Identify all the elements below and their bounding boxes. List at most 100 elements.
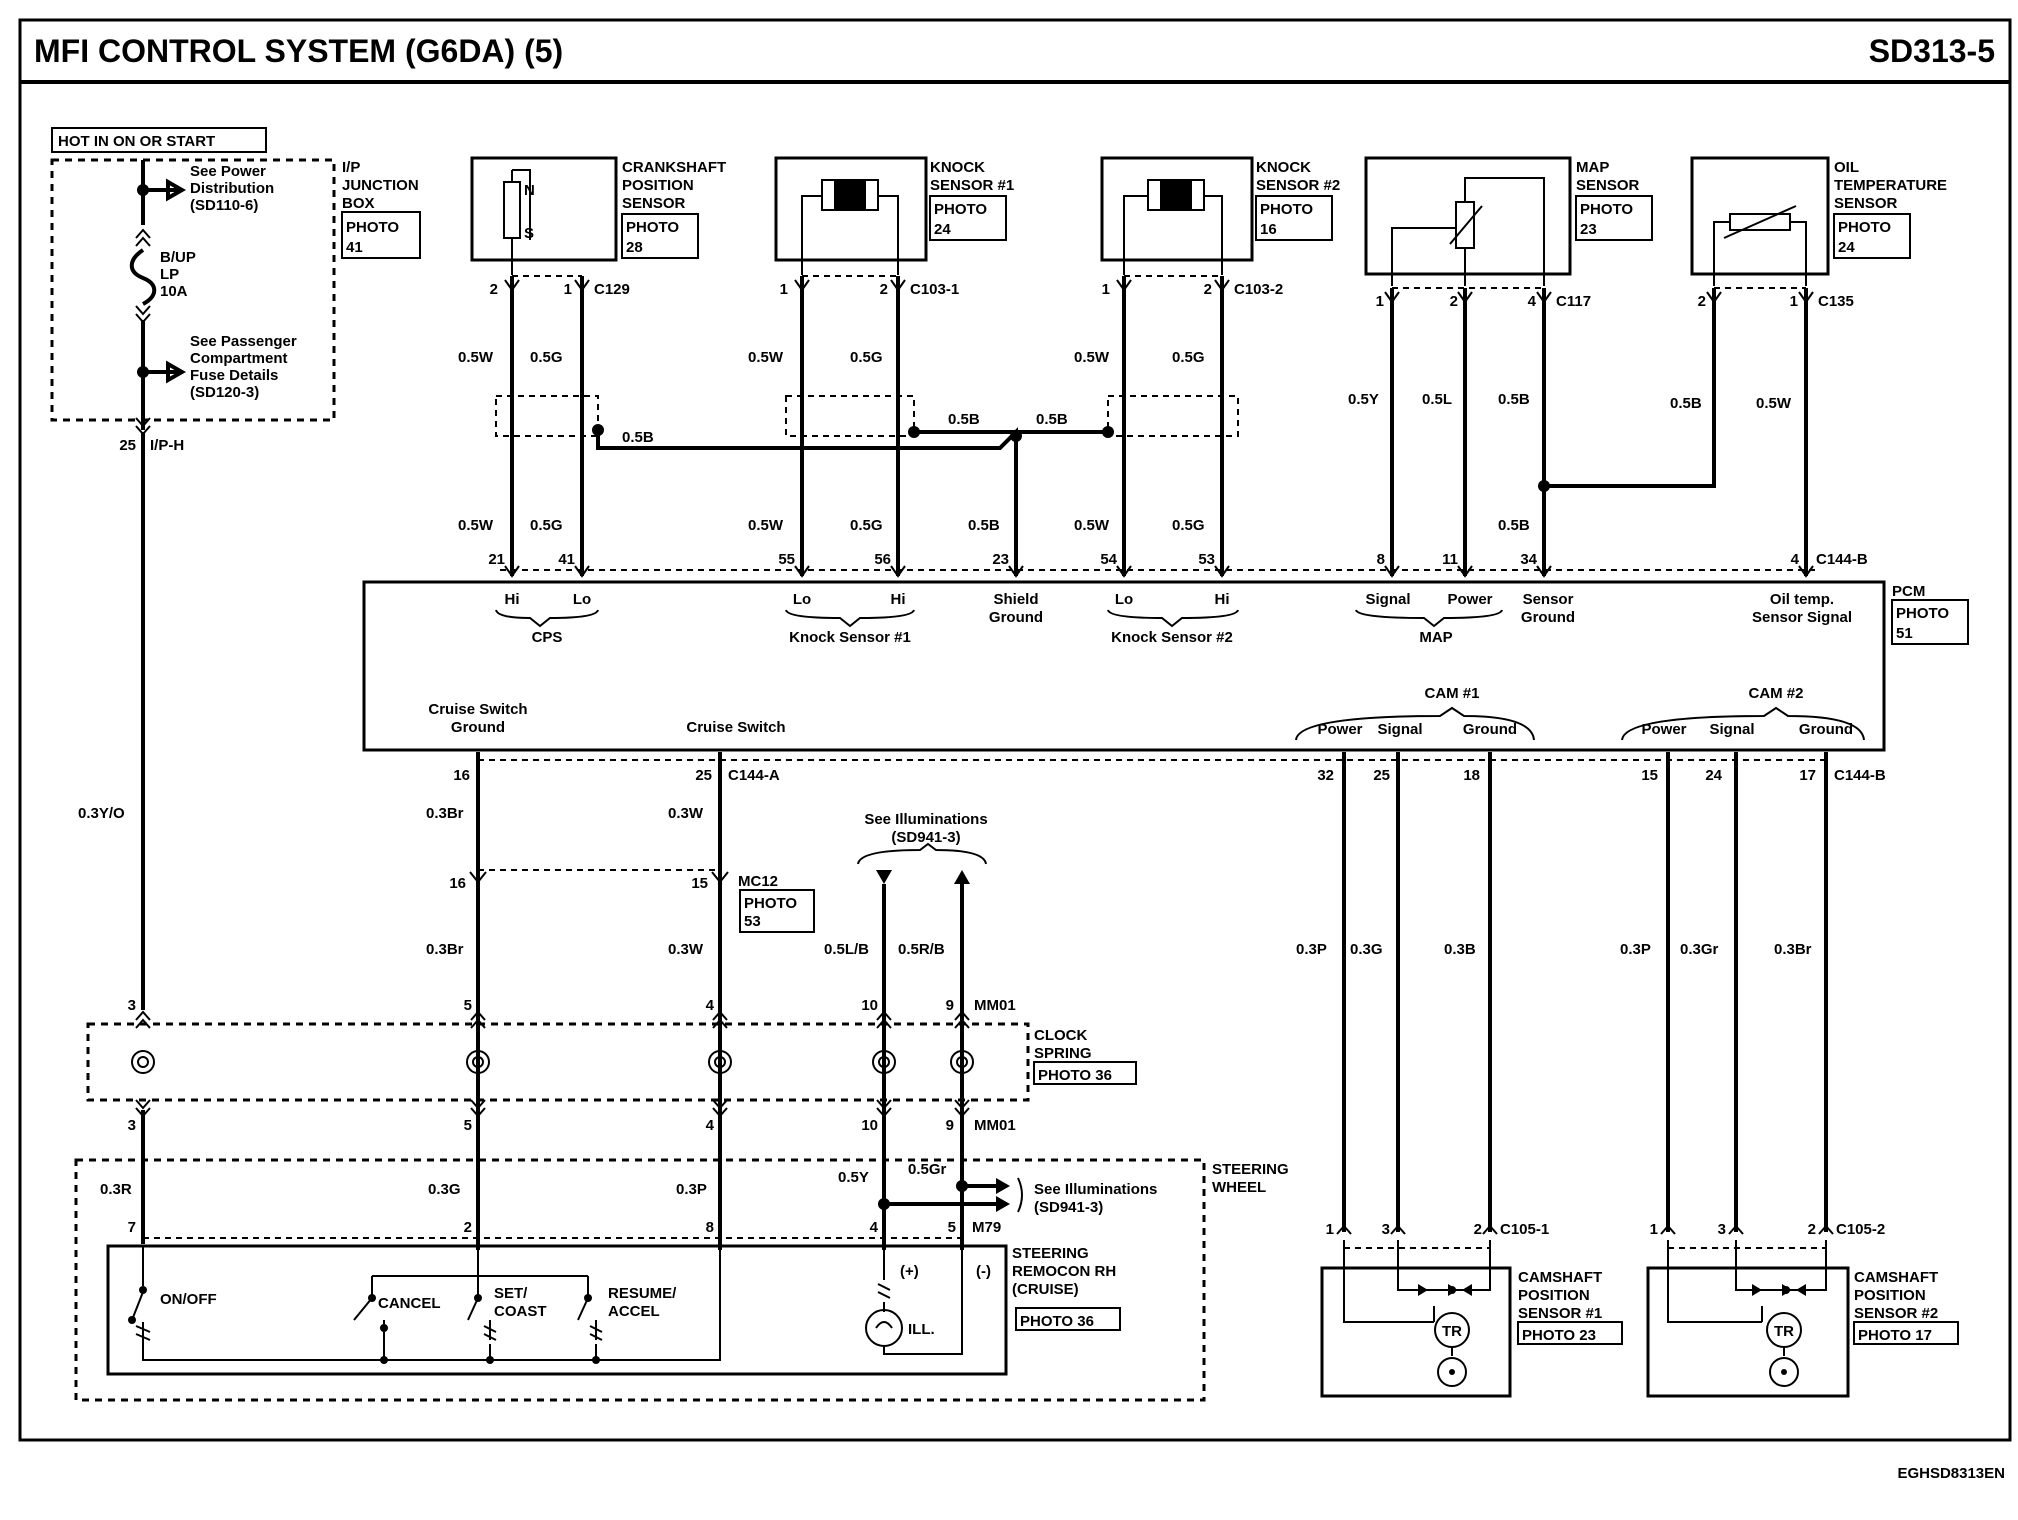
connector-label: C144-A [728, 767, 780, 784]
junction-label-2: JUNCTION [342, 177, 419, 194]
lamp-circuit [877, 1246, 963, 1355]
connector-chevron-icon [954, 1010, 970, 1118]
connector-label: C135 [1818, 293, 1854, 310]
wire-color-label: 0.5L/B [824, 941, 869, 958]
wire-color-label: 0.3Br [426, 805, 464, 822]
knock-sensor-2: KNOCK SENSOR #2 PHOTO 16 [1100, 156, 1340, 275]
variable-arrow [1449, 205, 1483, 245]
wire-color-label: 0.5B [1498, 517, 1530, 534]
sensor-box [470, 156, 618, 262]
see-illum-4: (SD941-3) [1034, 1199, 1103, 1216]
sensor-box [1320, 1266, 1512, 1398]
switch-contact [368, 1294, 376, 1302]
connector-chevron-icon [469, 871, 729, 884]
pin-label: 23 [992, 551, 1009, 568]
pcm: PCM PHOTO 51 21 41 55 56 23 54 53 8 11 3… [362, 551, 1969, 784]
illum-branch [884, 1184, 1004, 1206]
terminal-label: Ground [1463, 721, 1517, 738]
switch-contact [139, 1286, 147, 1294]
coil-icon [503, 181, 521, 239]
wire-color-label: 0.3B [1444, 941, 1476, 958]
wire-color-label: 0.3R [100, 1181, 132, 1198]
photo-num: 53 [744, 913, 761, 930]
switch-contact [584, 1294, 592, 1302]
connector-label: MC12 [738, 873, 778, 890]
switch-label: CANCEL [378, 1295, 441, 1312]
steering-wheel-outline [74, 1158, 1206, 1402]
crankshaft-sensor: N S CRANKSHAFT POSITION SENSOR PHOTO 28 [470, 156, 726, 275]
connector-chevron-icon [135, 228, 151, 247]
pin-label: 11 [1442, 551, 1458, 568]
sensor-lead [1391, 177, 1545, 286]
pin-label: 15 [1641, 767, 1658, 784]
sensor-box [1690, 156, 1830, 276]
junction-label-3: BOX [342, 195, 375, 212]
pin-label: 15 [691, 875, 708, 892]
shield-box [785, 395, 915, 437]
sensor-name-2: SENSOR [1576, 177, 1640, 194]
connector-label: C105-2 [1836, 1221, 1885, 1238]
sensor-name-2: TEMPERATURE [1834, 177, 1947, 194]
wire-color-label: 0.5B [622, 429, 654, 446]
terminal-label: Ground [451, 719, 505, 736]
wire-color-label: 0.5Gr [908, 1161, 947, 1178]
group-brace [785, 609, 915, 628]
arrow-down-icon [876, 870, 892, 884]
connector-label: MM01 [974, 1117, 1016, 1134]
pin-label: 41 [558, 551, 575, 568]
coil-icons [131, 1010, 974, 1118]
hall-element-dot [1781, 1369, 1787, 1375]
sensor-name-1: CRANKSHAFT [622, 159, 726, 176]
pin-label: 8 [706, 1219, 714, 1236]
photo-label: PHOTO [1896, 605, 1949, 622]
pin-label: 18 [1463, 767, 1480, 784]
see-power-1: See Power [190, 163, 266, 180]
pin-label: 16 [453, 767, 470, 784]
photo-box [739, 889, 815, 933]
pin-label: 24 [1705, 767, 1722, 784]
see-passenger-4: (SD120-3) [190, 384, 259, 401]
pin-label: 2 [1450, 293, 1458, 310]
remocon-label-1: STEERING [1012, 1245, 1089, 1262]
piezo-core [1160, 180, 1192, 210]
group-brace [1017, 1177, 1023, 1213]
clock-spring: CLOCK SPRING PHOTO 36 3 5 4 10 9 MM01 3 … [86, 997, 1137, 1134]
terminal-label: Signal [1377, 721, 1422, 738]
wire-color-label: 0.3G [1350, 941, 1383, 958]
splice-dot [486, 1356, 494, 1364]
cruise-wires: 0.3Br 0.3W 16 15 MC12 PHOTO 53 0.3Br 0.3… [426, 752, 815, 1250]
oil-temp-sensor: OIL TEMPERATURE SENSOR PHOTO 24 [1690, 156, 1947, 286]
terminal-label: Lo [1115, 591, 1133, 608]
switch-label: RESUME/ [608, 1285, 677, 1302]
lamp-icon [865, 1309, 903, 1347]
hall-element-icon [1769, 1357, 1799, 1387]
wire-color-label: 0.5G [850, 517, 883, 534]
splice-dot [1782, 1286, 1790, 1294]
wire-color-label: 0.5G [850, 349, 883, 366]
knock2-wires [1122, 276, 1224, 576]
terminal-group-label: Knock Sensor #2 [1111, 629, 1233, 646]
page-title: MFI CONTROL SYSTEM (G6DA) (5) [34, 33, 563, 69]
cam2-wires [1666, 752, 1828, 1232]
group-brace [1621, 706, 1865, 741]
pin-label: 5 [464, 997, 472, 1014]
lamp-filament-icon [875, 1321, 893, 1329]
cam1-wires [1342, 752, 1492, 1232]
pin-label: 2 [1698, 293, 1706, 310]
connector-label: C105-1 [1500, 1221, 1549, 1238]
pin-label: 4 [1791, 551, 1800, 568]
pin-label: 3 [128, 997, 136, 1014]
coil-icon [466, 1050, 490, 1074]
terminal-label: Signal [1709, 721, 1754, 738]
fuse-label-1: B/UP [160, 249, 196, 266]
pcm-label: PCM [1892, 583, 1925, 600]
terminal-label: Hi [891, 591, 906, 608]
photo-label: PHOTO [626, 219, 679, 236]
wire-color-label: 0.5W [1074, 517, 1110, 534]
coil-icon [950, 1050, 974, 1074]
wire-color-label: 0.3G [428, 1181, 461, 1198]
wire-color-label: 0.5W [458, 517, 494, 534]
wire-color-label: 0.5W [458, 349, 494, 366]
pin-label: 7 [128, 1219, 136, 1236]
group-brace [495, 609, 599, 628]
